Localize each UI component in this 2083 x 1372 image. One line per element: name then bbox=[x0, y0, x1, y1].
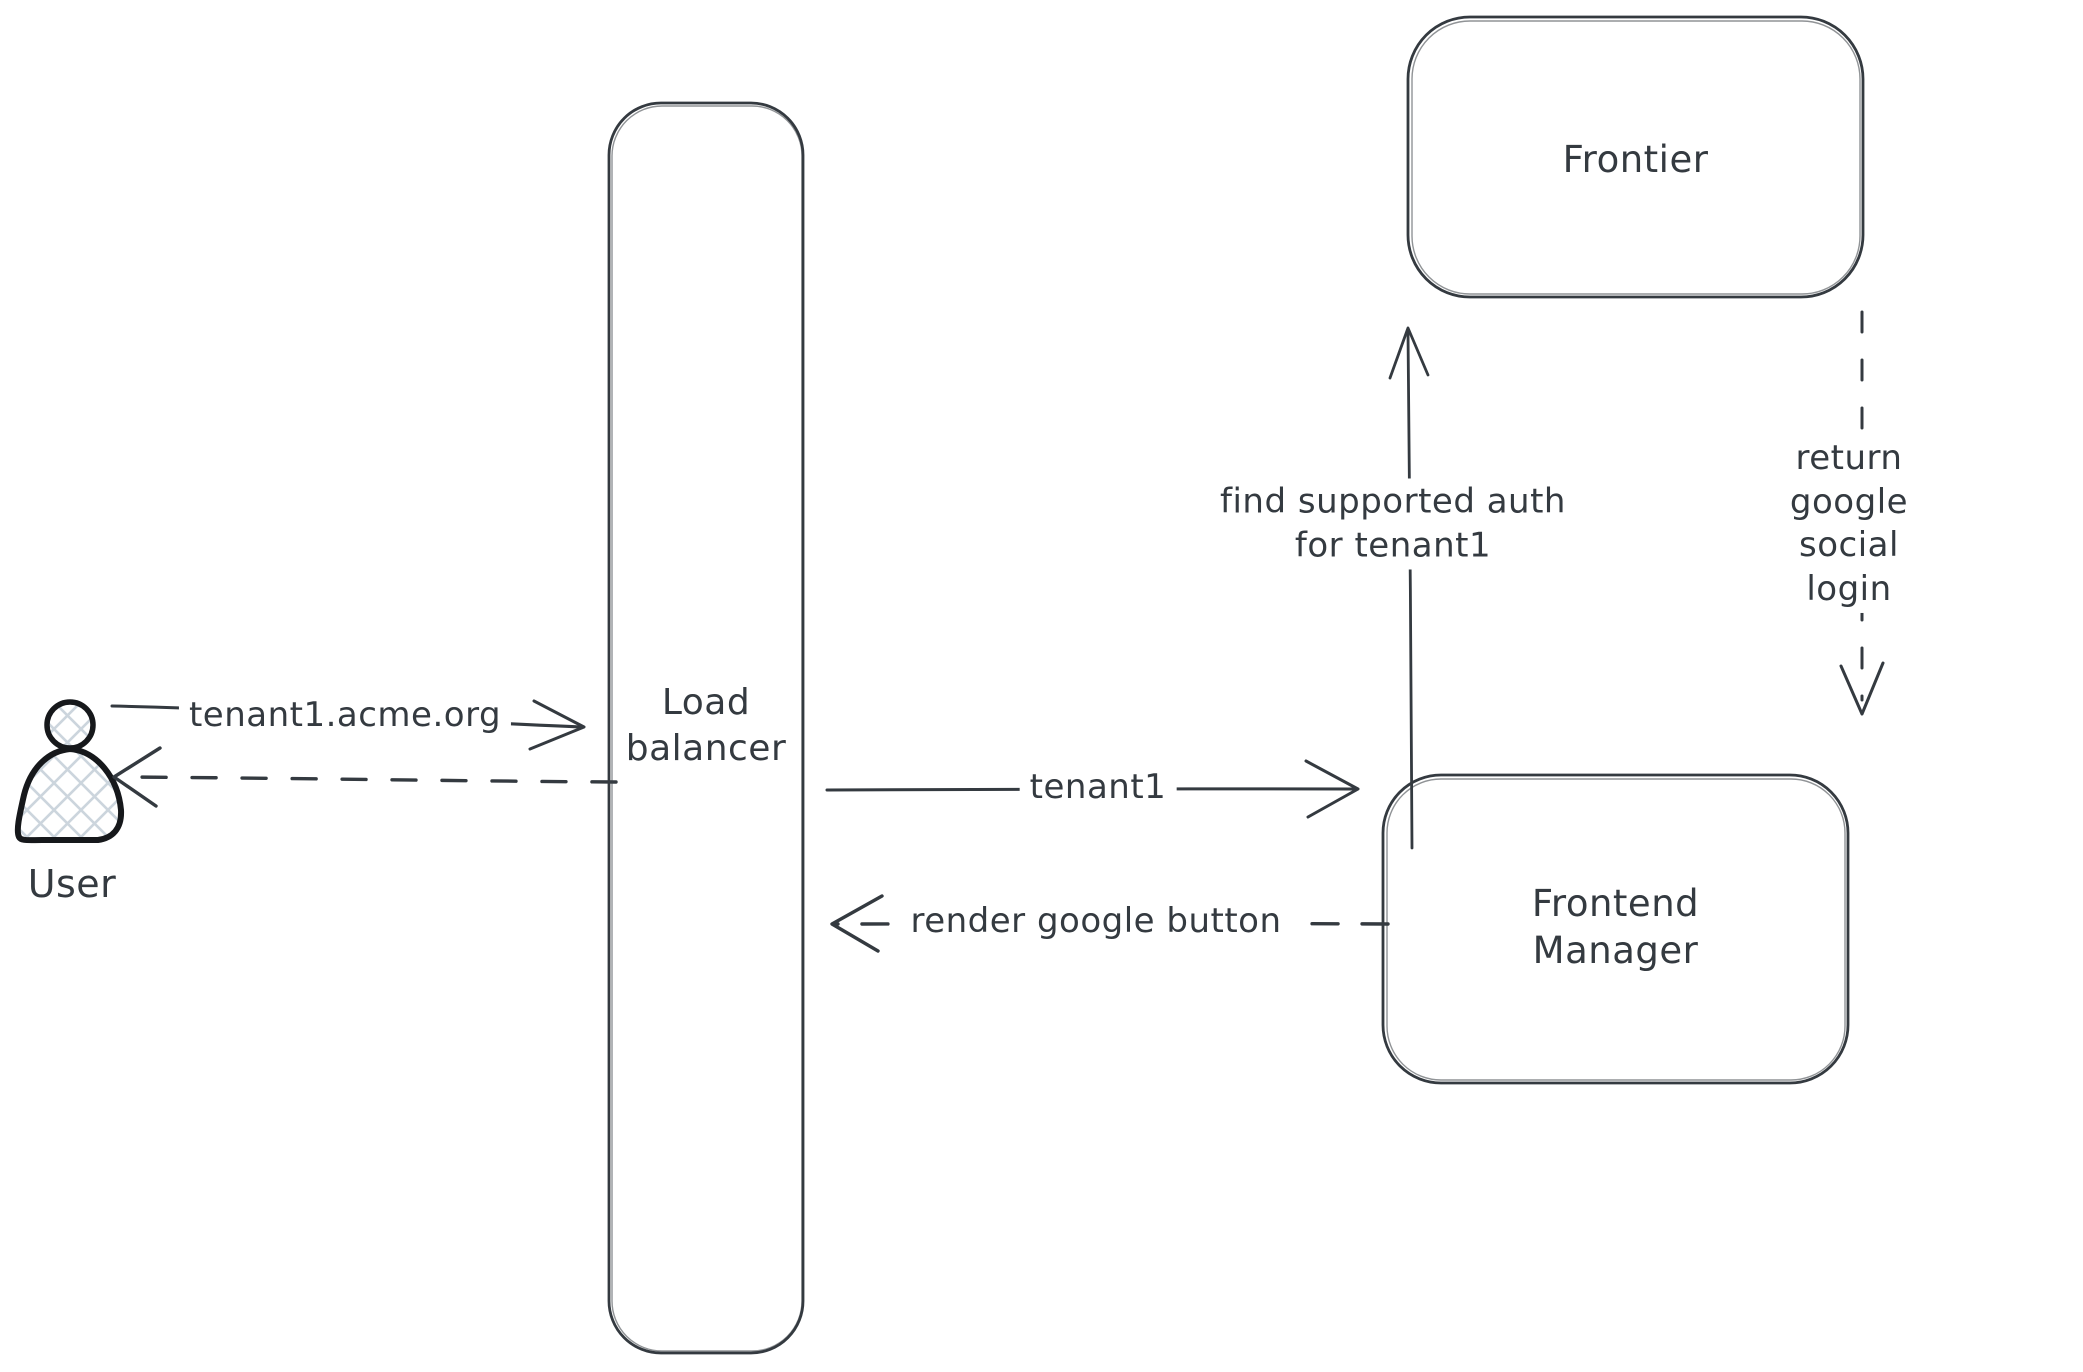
edge-label-find-supported-auth: find supported auth for tenant1 bbox=[1210, 478, 1576, 570]
person-icon bbox=[14, 699, 125, 844]
arrow-find-supported-auth bbox=[1388, 326, 1430, 850]
arrow-lb-to-user-dashed bbox=[112, 746, 618, 808]
edge-label-return-google-social-login: return google social login bbox=[1732, 434, 1966, 614]
edge-label-tenant1: tenant1 bbox=[1019, 764, 1177, 812]
user-node-label: User bbox=[27, 862, 117, 906]
frontend-manager-label: Frontend Manager bbox=[1531, 882, 1700, 973]
edge-label-tenant1-acme-org: tenant1.acme.org bbox=[178, 692, 512, 740]
frontier-label: Frontier bbox=[1562, 138, 1709, 181]
load-balancer-label: Load balancer bbox=[625, 682, 787, 770]
load-balancer-node bbox=[607, 101, 805, 1355]
frontier-node bbox=[1406, 15, 1865, 299]
frontend-manager-node bbox=[1381, 773, 1850, 1085]
edge-label-render-google-button: render google button bbox=[900, 898, 1292, 946]
